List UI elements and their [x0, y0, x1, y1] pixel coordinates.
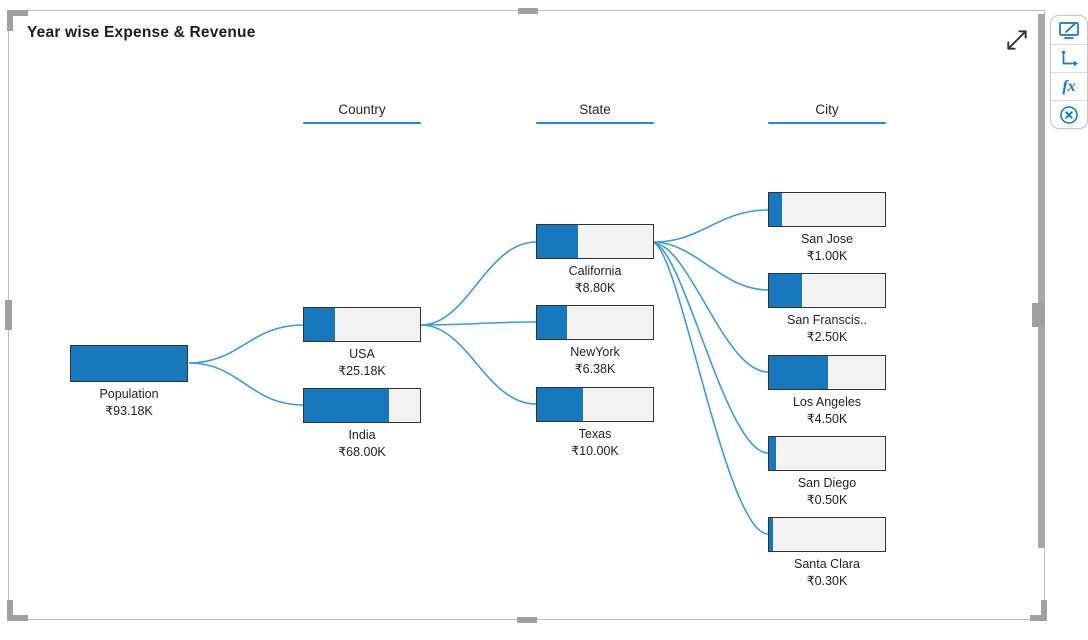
level-header-label: State — [579, 102, 611, 117]
visual-toolbar: fx — [1050, 15, 1088, 129]
node-bar[interactable] — [536, 387, 654, 422]
node-label: San Franscis.. — [787, 313, 867, 327]
node-label: USA — [349, 347, 375, 361]
header-underline — [303, 122, 421, 124]
header-underline — [768, 122, 886, 124]
resize-handle-top-left-v[interactable] — [7, 10, 13, 31]
resize-handle-bottom-right-v[interactable] — [1041, 600, 1047, 621]
resize-handle-top-middle[interactable] — [518, 8, 538, 14]
node-bar[interactable] — [768, 192, 886, 227]
tree-node-san-diego[interactable]: San Diego ₹0.50K — [768, 436, 886, 509]
node-value: ₹0.30K — [806, 574, 848, 588]
node-bar[interactable] — [536, 305, 654, 340]
node-value: ₹1.00K — [806, 249, 848, 263]
tree-node-newyork[interactable]: NewYork ₹6.38K — [536, 305, 654, 378]
tree-node-california[interactable]: California ₹8.80K — [536, 224, 654, 297]
node-bar[interactable] — [768, 517, 886, 552]
header-underline — [536, 122, 654, 124]
node-bar[interactable] — [70, 345, 188, 382]
node-value: ₹8.80K — [574, 281, 616, 295]
resize-handle-top-left[interactable] — [7, 10, 28, 16]
right-scrollbar[interactable] — [1038, 14, 1045, 548]
tree-node-los-angeles[interactable]: Los Angeles ₹4.50K — [768, 355, 886, 428]
node-value: ₹10.00K — [571, 444, 619, 458]
node-label: California — [568, 264, 622, 278]
node-bar[interactable] — [536, 224, 654, 259]
tree-node-usa[interactable]: USA ₹25.18K — [303, 307, 421, 380]
node-label: Santa Clara — [793, 557, 860, 571]
node-bar[interactable] — [303, 388, 421, 423]
node-label: Texas — [578, 427, 612, 441]
resize-handle-bottom-right[interactable] — [1030, 615, 1047, 621]
tree-node-population[interactable]: Population ₹93.18K — [70, 345, 188, 420]
tree-node-san-francisco[interactable]: San Franscis.. ₹2.50K — [768, 273, 886, 346]
node-value: ₹2.50K — [806, 330, 848, 344]
resize-handle-bottom-left-v[interactable] — [7, 600, 13, 621]
node-bar[interactable] — [768, 436, 886, 471]
node-value: ₹25.18K — [338, 364, 386, 378]
node-label: India — [348, 428, 376, 442]
tree-node-san-jose[interactable]: San Jose ₹1.00K — [768, 192, 886, 265]
node-value: ₹6.38K — [574, 362, 616, 376]
axis-arrow-icon[interactable] — [1051, 44, 1087, 72]
tree-node-texas[interactable]: Texas ₹10.00K — [536, 387, 654, 460]
level-header-country[interactable]: Country — [303, 102, 421, 124]
resize-handle-left-middle[interactable] — [5, 300, 12, 330]
node-value: ₹93.18K — [105, 404, 153, 418]
node-bar[interactable] — [303, 307, 421, 342]
tree-node-india[interactable]: India ₹68.00K — [303, 388, 421, 461]
node-value: ₹4.50K — [806, 412, 848, 426]
node-value: ₹0.50K — [806, 493, 848, 507]
node-value: ₹68.00K — [338, 445, 386, 459]
tree-node-santa-clara[interactable]: Santa Clara ₹0.30K — [768, 517, 886, 590]
fx-icon[interactable]: fx — [1051, 72, 1087, 100]
level-header-label: Country — [338, 102, 386, 117]
node-label: NewYork — [570, 345, 620, 359]
node-label: San Diego — [797, 476, 857, 490]
visual-title: Year wise Expense & Revenue — [27, 24, 256, 41]
level-header-label: City — [815, 102, 839, 117]
node-label: Population — [99, 387, 159, 401]
level-header-city[interactable]: City — [768, 102, 886, 124]
node-bar[interactable] — [768, 355, 886, 390]
resize-handle-bottom-middle[interactable] — [517, 617, 537, 623]
node-label: San Jose — [800, 232, 854, 246]
node-bar[interactable] — [768, 273, 886, 308]
monitor-edit-icon[interactable] — [1051, 16, 1087, 44]
resize-handle-bottom-left[interactable] — [7, 615, 28, 621]
expand-diagonal-icon[interactable] — [1004, 27, 1030, 53]
node-label: Los Angeles — [792, 395, 862, 409]
fx-label: fx — [1062, 77, 1076, 95]
resize-handle-right-middle[interactable] — [1032, 303, 1045, 327]
level-header-state[interactable]: State — [536, 102, 654, 124]
close-circle-icon[interactable] — [1051, 100, 1087, 128]
